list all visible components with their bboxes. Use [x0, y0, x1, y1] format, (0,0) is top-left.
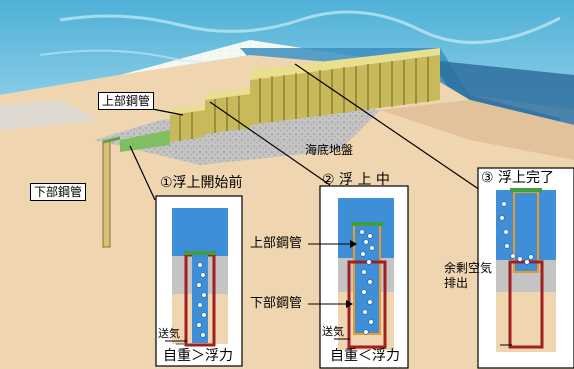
- panel2-condition: 自重＜浮力: [330, 348, 400, 364]
- gravel-mound: [95, 105, 380, 165]
- panel3-title: ③ 浮上完了: [481, 170, 555, 186]
- pipe-wall: [120, 48, 440, 152]
- panel2-send-air: 送気: [322, 325, 344, 338]
- upper-pipe-label: 上部鋼管: [98, 92, 155, 110]
- panel-float-complete: [477, 167, 574, 369]
- panel2-upper-pipe-label: 上部鋼管: [250, 236, 303, 251]
- panel-before-float: [155, 195, 243, 367]
- panel3-excess-air-line1: 余剰空気: [444, 261, 493, 275]
- seabed-label: 海底地盤: [305, 143, 354, 157]
- panel3-excess-air-line2: 排出: [444, 276, 469, 290]
- panel1-title: ①浮上開始前: [160, 175, 243, 191]
- panel2-title: ② 浮 上 中: [322, 172, 390, 188]
- panel2-lower-pipe-label: 下部鋼管: [250, 296, 303, 311]
- lower-pipe-label: 下部鋼管: [30, 183, 87, 201]
- panel-floating: [308, 185, 409, 369]
- lower-pipe-model: [102, 141, 111, 248]
- panel1-condition: 自重＞浮力: [163, 348, 233, 364]
- panel1-send-air: 送気: [158, 327, 180, 340]
- sea-surface: [0, 0, 574, 110]
